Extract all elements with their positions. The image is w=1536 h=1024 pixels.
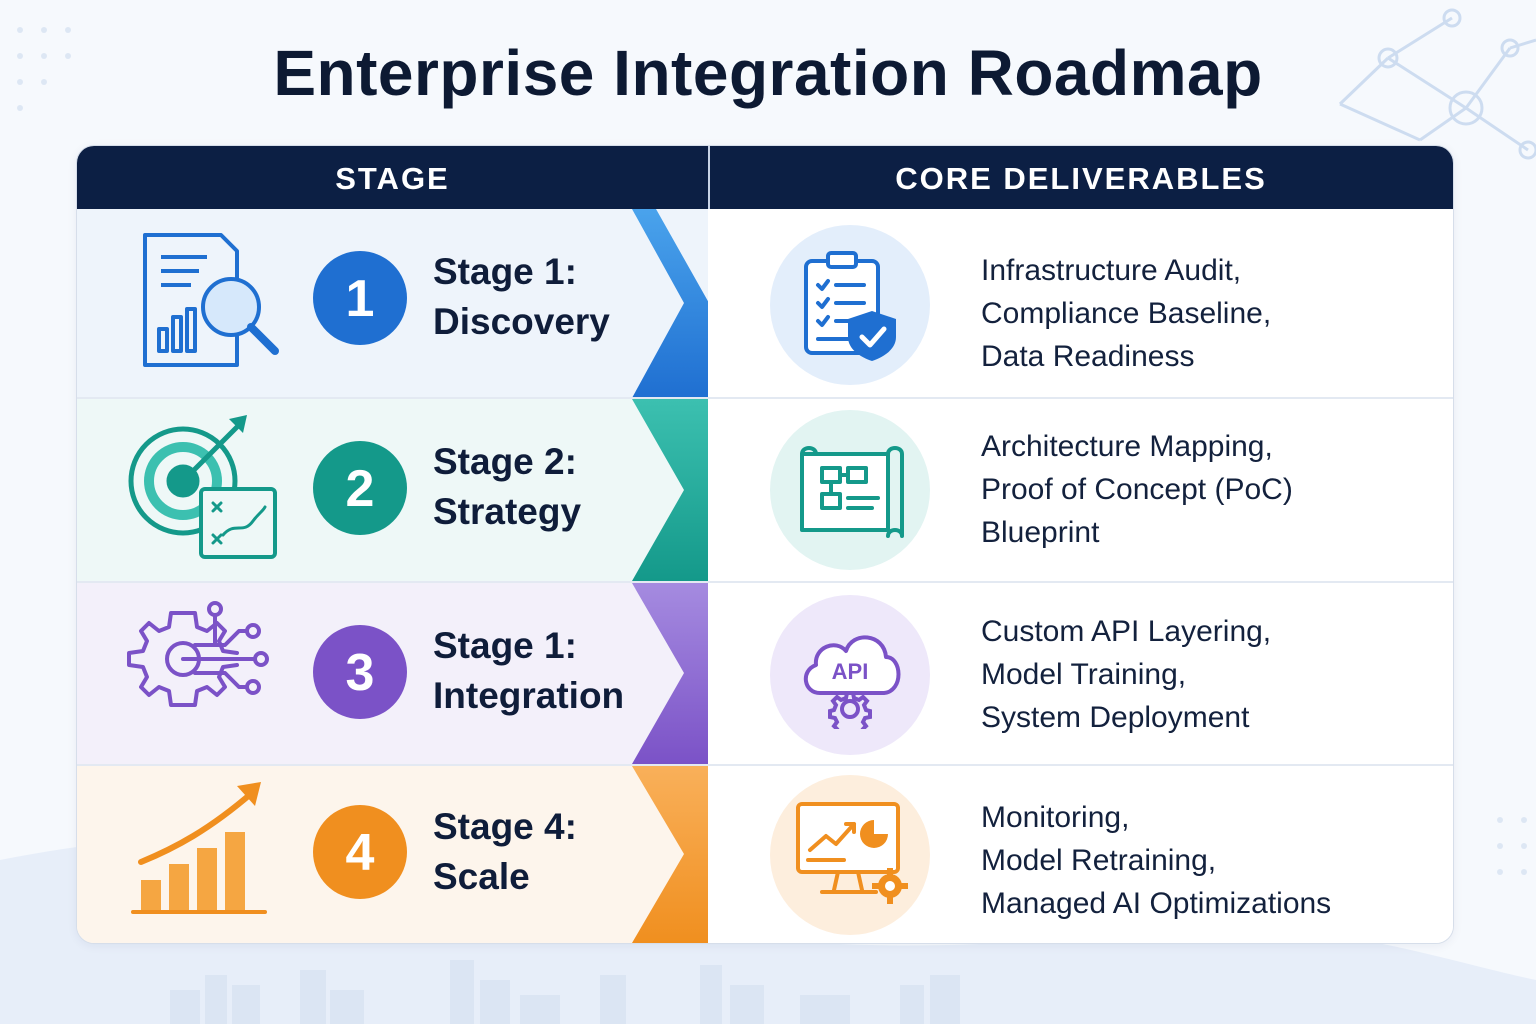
stage-chevron [632, 583, 709, 764]
header-deliverables: CORE DELIVERABLES [895, 161, 1267, 196]
header-divider [708, 146, 710, 209]
api-cloud-icon: API [804, 635, 901, 729]
table-row: 4 Stage 4: Scale [77, 766, 1453, 943]
table-header: STAGE CORE DELIVERABLES [77, 146, 1453, 209]
deliverables-cell: Architecture Mapping, Proof of Concept (… [708, 399, 1453, 581]
deliverable-item: Architecture Mapping, [981, 430, 1273, 463]
table-row: 2 Stage 2: Strategy [77, 399, 1453, 581]
deliverables-cell: API Custom API Layering, Model Training,… [708, 583, 1453, 764]
table-row: 3 Stage 1: Integration API [77, 583, 1453, 764]
stage-label-line2: Discovery [433, 301, 610, 342]
deliverable-item: Blueprint [981, 516, 1100, 549]
deliverables-cell: Monitoring, Model Retraining, Managed AI… [708, 766, 1453, 943]
stage-label: Stage 1: Discovery [433, 247, 663, 347]
blueprint-icon [800, 446, 904, 538]
deliverables-text: Infrastructure Audit, Compliance Baselin… [981, 249, 1421, 378]
stage-cell: 1 Stage 1: Discovery [77, 209, 709, 398]
deliverable-item: Proof of Concept (PoC) [981, 473, 1293, 506]
gear-circuit-icon [127, 601, 269, 707]
stage-label-line1: Stage 4: [433, 806, 577, 847]
stage-cell: 4 Stage 4: Scale [77, 766, 709, 943]
stage-cell: 3 Stage 1: Integration [77, 583, 709, 764]
roadmap-table: STAGE CORE DELIVERABLES 1 Stage 1: Disco… [76, 145, 1454, 944]
deliverable-item: Model Training, [981, 658, 1187, 691]
stage-label: Stage 2: Strategy [433, 437, 663, 537]
deliverable-item: Model Retraining, [981, 844, 1217, 877]
stage-number-badge: 4 [313, 805, 407, 899]
deliverable-item: Compliance Baseline, [981, 297, 1272, 330]
deliverable-item: Infrastructure Audit, [981, 254, 1242, 287]
stage-number-badge: 2 [313, 441, 407, 535]
deliverables-text: Monitoring, Model Retraining, Managed AI… [981, 796, 1421, 925]
table-row: 1 Stage 1: Discovery [77, 209, 1453, 398]
deliverable-item: Monitoring, [981, 801, 1130, 834]
stage-label-line1: Stage 1: [433, 251, 577, 292]
row-divider [77, 764, 1453, 766]
document-search-icon [143, 233, 279, 367]
deliverable-item: Managed AI Optimizations [981, 887, 1332, 920]
stage-cell: 2 Stage 2: Strategy [77, 399, 709, 581]
row-divider [77, 397, 1453, 399]
header-stage: STAGE [335, 161, 450, 196]
stage-chevron [632, 399, 709, 581]
stage-chevron [632, 766, 709, 943]
target-arrow-icon [128, 415, 277, 559]
stage-chevron [632, 209, 709, 398]
page-title: Enterprise Integration Roadmap [273, 37, 1263, 109]
deliverable-item: Custom API Layering, [981, 615, 1272, 648]
stage-label: Stage 4: Scale [433, 802, 663, 902]
stage-label-line1: Stage 1: [433, 625, 577, 666]
deliverable-item: System Deployment [981, 701, 1250, 734]
growth-chart-icon [131, 782, 267, 914]
stage-label-line2: Scale [433, 856, 530, 897]
stage-label-line1: Stage 2: [433, 441, 577, 482]
api-label: API [832, 659, 869, 684]
deliverables-cell: Infrastructure Audit, Compliance Baselin… [708, 209, 1453, 398]
stage-label: Stage 1: Integration [433, 621, 663, 721]
stage-label-line2: Strategy [433, 491, 582, 532]
deliverables-text: Custom API Layering, Model Training, Sys… [981, 610, 1421, 739]
stage-label-line2: Integration [433, 675, 625, 716]
row-divider [77, 581, 1453, 583]
checklist-shield-icon [804, 251, 896, 361]
stage-number-badge: 1 [313, 251, 407, 345]
deliverable-item: Data Readiness [981, 340, 1195, 373]
monitor-analytics-icon [796, 802, 908, 904]
stage-number-badge: 3 [313, 625, 407, 719]
deliverables-text: Architecture Mapping, Proof of Concept (… [981, 425, 1421, 554]
